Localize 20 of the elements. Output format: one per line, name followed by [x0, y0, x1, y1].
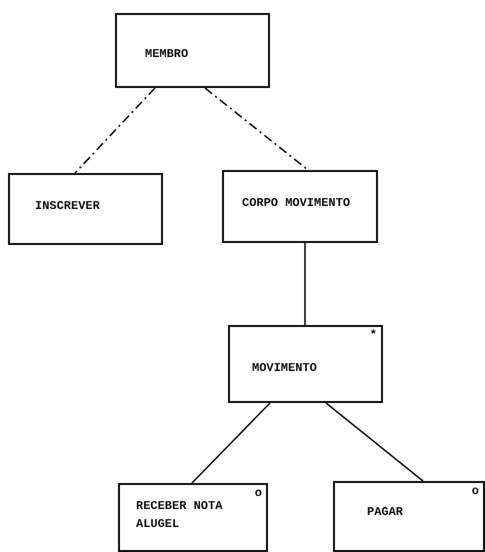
box-mark: * [370, 329, 377, 341]
process-box [118, 483, 268, 552]
connector-line [191, 402, 271, 484]
connector-line [326, 402, 424, 482]
box-label: PAGAR [367, 504, 404, 521]
process-box [8, 173, 163, 245]
box-label: INSCREVER [35, 198, 101, 215]
box-label: MOVIMENTO [252, 360, 318, 377]
process-box [115, 13, 270, 88]
connector-line [204, 87, 308, 171]
box-mark: o [254, 487, 262, 499]
connector-line [74, 87, 156, 174]
process-box [228, 325, 383, 403]
box-mark: o [472, 485, 479, 497]
process-box [333, 481, 485, 552]
box-label: RECEBER NOTA ALUGEL [136, 498, 224, 533]
connector-line [304, 243, 306, 325]
box-label: MEMBRO [145, 46, 190, 63]
box-label: CORPO MOVIMENTO [242, 195, 352, 212]
process-box [222, 170, 378, 243]
